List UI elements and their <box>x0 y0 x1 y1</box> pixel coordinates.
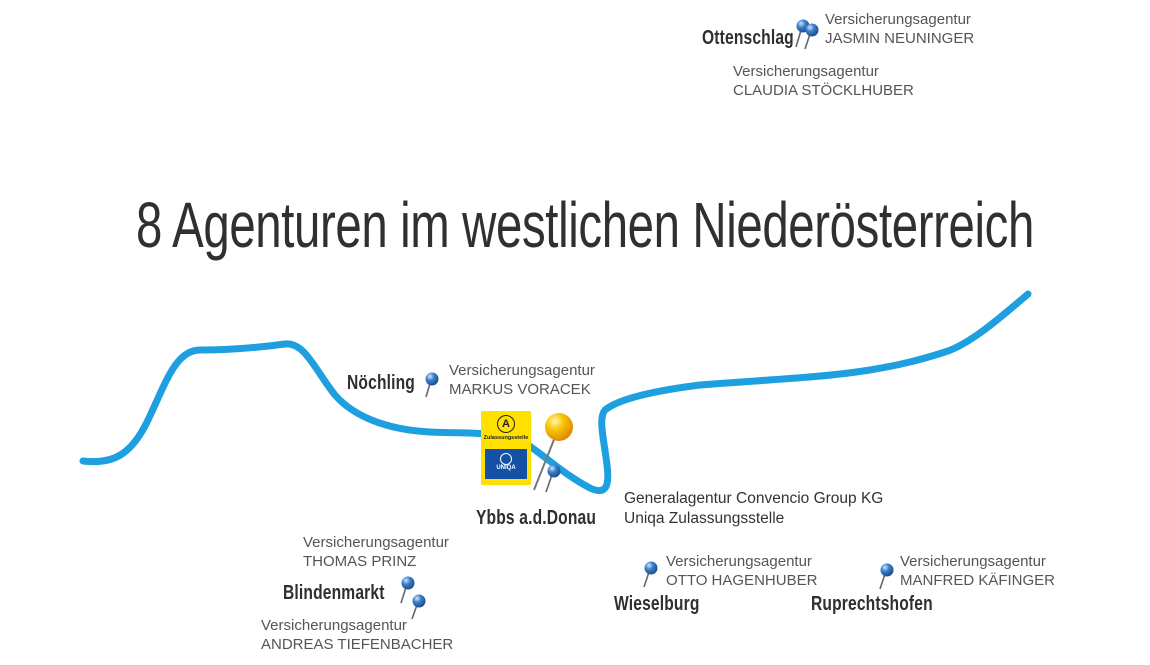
agency-label-voracek: Versicherungsagentur MARKUS VORACEK <box>449 361 595 399</box>
badge-label: Zulassungsstelle <box>483 435 529 441</box>
agency-type: Versicherungsagentur <box>666 553 812 570</box>
town-label-ybbs: Ybbs a.d.Donau <box>476 507 597 529</box>
hq-name: Generalagentur Convencio Group KG <box>624 490 884 507</box>
pin-ybbs-blue[interactable] <box>545 464 561 493</box>
uniqa-logo: UNIQA <box>485 449 527 479</box>
town-label-noechling: Nöchling <box>347 372 415 394</box>
agency-label-tiefenbacher: Versicherungsagentur ANDREAS TIEFENBACHE… <box>261 616 453 654</box>
map-title: 8 Agenturen im westlichen Niederösterrei… <box>136 189 1034 261</box>
agency-label-neuninger: Versicherungsagentur JASMIN NEUNINGER <box>825 10 974 48</box>
agency-label-prinz: Versicherungsagentur THOMAS PRINZ <box>303 533 449 571</box>
agency-label-hagenhuber: Versicherungsagentur OTTO HAGENHUBER <box>666 552 817 590</box>
agency-label-stoecklhuber: Versicherungsagentur CLAUDIA STÖCKLHUBER <box>733 62 914 100</box>
agency-name: OTTO HAGENHUBER <box>666 572 818 589</box>
uniqa-logo-text: UNIQA <box>496 465 516 471</box>
pin-noechling[interactable] <box>425 372 439 398</box>
pin-ybbs-main[interactable] <box>533 413 573 491</box>
uniqa-logo-icon <box>500 453 512 465</box>
pin-ottenschlag-2[interactable] <box>804 23 819 50</box>
agency-type: Versicherungsagentur <box>303 534 449 551</box>
agency-name: CLAUDIA STÖCKLHUBER <box>733 82 914 99</box>
agency-name: MANFRED KÄFINGER <box>900 572 1056 589</box>
pin-blindenmarkt-2[interactable] <box>411 594 426 620</box>
agency-type: Versicherungsagentur <box>825 11 971 28</box>
pin-blindenmarkt-1[interactable] <box>400 576 415 604</box>
town-label-wieselburg: Wieselburg <box>614 593 700 615</box>
river-danube <box>79 290 1032 495</box>
town-label-ruprechtshofen: Ruprechtshofen <box>811 593 933 615</box>
agency-name: MARKUS VORACEK <box>449 381 591 398</box>
hq-subtitle: Uniqa Zulassungsstelle <box>624 510 785 527</box>
zulassungsstelle-badge: A Zulassungsstelle UNIQA <box>481 411 531 485</box>
hq-label-ybbs: Generalagentur Convencio Group KG Uniqa … <box>624 489 883 529</box>
agency-type: Versicherungsagentur <box>449 362 595 379</box>
agency-name: THOMAS PRINZ <box>303 553 417 570</box>
agency-label-kaefinger: Versicherungsagentur MANFRED KÄFINGER <box>900 552 1055 590</box>
agency-name: ANDREAS TIEFENBACHER <box>261 636 454 653</box>
agency-type: Versicherungsagentur <box>261 617 407 634</box>
agency-type: Versicherungsagentur <box>900 553 1046 570</box>
pin-ruprechtshofen[interactable] <box>879 563 894 590</box>
town-label-ottenschlag: Ottenschlag <box>702 27 794 49</box>
agency-type: Versicherungsagentur <box>733 63 879 80</box>
town-label-blindenmarkt: Blindenmarkt <box>283 582 385 604</box>
badge-symbol: A <box>497 415 515 433</box>
pin-wieselburg[interactable] <box>643 561 658 588</box>
agency-name: JASMIN NEUNINGER <box>825 30 975 47</box>
